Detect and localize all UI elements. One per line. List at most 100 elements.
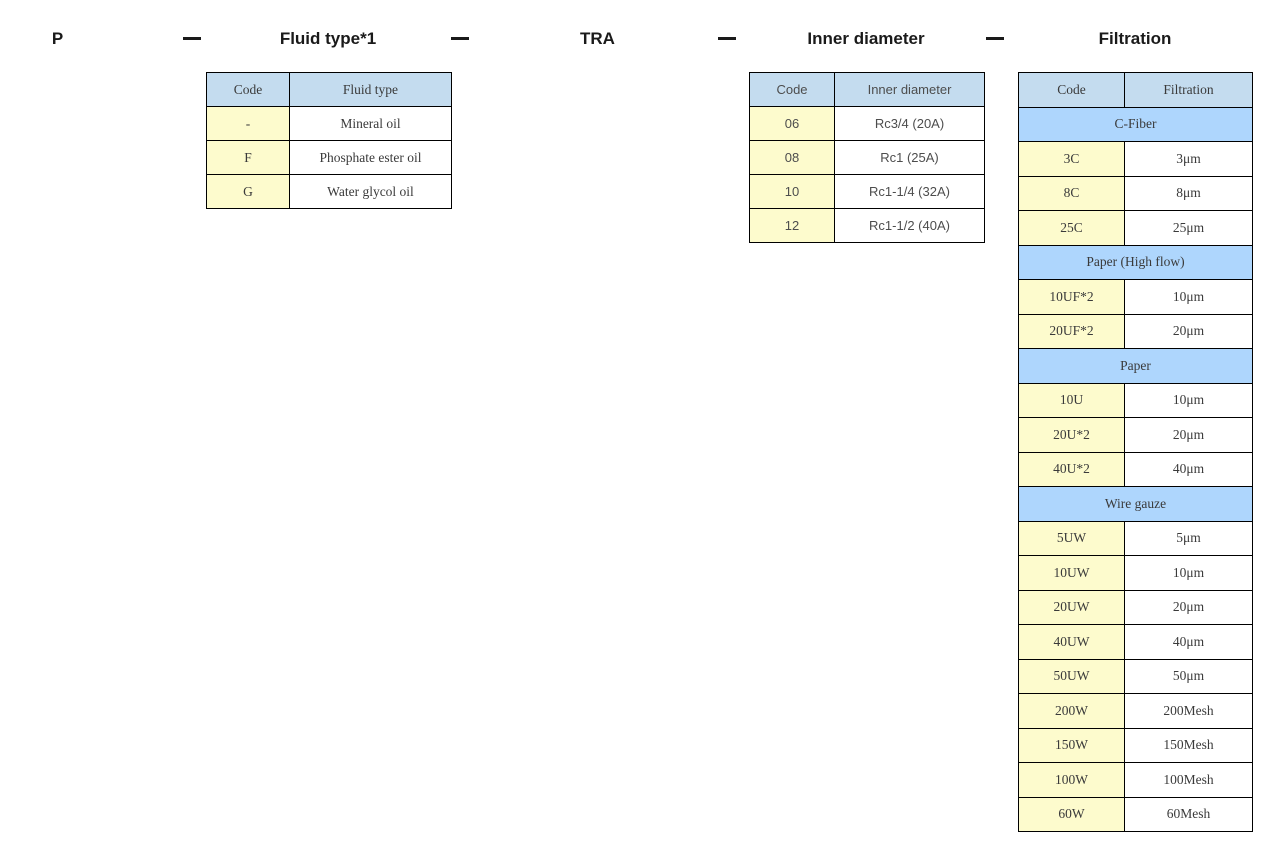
dash-separator-icon <box>183 37 201 40</box>
value-cell: 100Mesh <box>1124 762 1253 798</box>
group-header-row: Paper <box>1018 348 1253 384</box>
column-header: Code <box>1018 72 1125 108</box>
code-cell: 8C <box>1018 175 1125 211</box>
code-cell: G <box>206 174 290 209</box>
code-cell: 100W <box>1018 762 1125 798</box>
value-cell: 3μm <box>1124 141 1253 177</box>
group-header: Paper (High flow) <box>1018 244 1253 280</box>
dash-separator-icon <box>986 37 1004 40</box>
value-cell: Rc1-1/4 (32A) <box>834 174 985 209</box>
table-row: -Mineral oil <box>206 106 452 141</box>
code-cell: 150W <box>1018 727 1125 763</box>
value-cell: 200Mesh <box>1124 693 1253 729</box>
code-cell: 20U*2 <box>1018 417 1125 453</box>
value-cell: 10μm <box>1124 555 1253 591</box>
dash-separator-icon <box>451 37 469 40</box>
value-cell: 8μm <box>1124 175 1253 211</box>
group-header: Paper <box>1018 348 1253 384</box>
value-cell: 25μm <box>1124 210 1253 246</box>
code-cell: 06 <box>749 106 835 141</box>
code-segment: TRA <box>580 29 615 48</box>
value-cell: Phosphate ester oil <box>289 140 452 175</box>
code-cell: 10UF*2 <box>1018 279 1125 315</box>
code-cell: 20UF*2 <box>1018 313 1125 349</box>
value-cell: 50μm <box>1124 658 1253 694</box>
value-cell: 10μm <box>1124 279 1253 315</box>
column-header: Filtration <box>1124 72 1253 108</box>
value-cell: 20μm <box>1124 417 1253 453</box>
dash-separator-icon <box>718 37 736 40</box>
code-cell: 10 <box>749 174 835 209</box>
group-header: C-Fiber <box>1018 106 1253 142</box>
code-segment: Fluid type*1 <box>279 29 377 48</box>
group-header-row: C-Fiber <box>1018 106 1253 142</box>
code-segment: Inner diameter <box>807 29 925 48</box>
code-segment: P <box>51 29 64 48</box>
value-cell: Rc1-1/2 (40A) <box>834 208 985 243</box>
code-cell: 10UW <box>1018 555 1125 591</box>
value-cell: 5μm <box>1124 520 1253 556</box>
value-cell: 20μm <box>1124 589 1253 625</box>
code-cell: 12 <box>749 208 835 243</box>
code-cell: F <box>206 140 290 175</box>
code-cell: 10U <box>1018 382 1125 418</box>
model-code-line: P Fluid type*1 TRA Inner diameter Filtration <box>0 24 1270 56</box>
value-cell: Water glycol oil <box>289 174 452 209</box>
code-cell: 3C <box>1018 141 1125 177</box>
code-cell: 40U*2 <box>1018 451 1125 487</box>
code-cell: 20UW <box>1018 589 1125 625</box>
value-cell: Mineral oil <box>289 106 452 141</box>
code-cell: 08 <box>749 140 835 175</box>
code-cell: 5UW <box>1018 520 1125 556</box>
group-header-row: Wire gauze <box>1018 486 1253 522</box>
value-cell: 10μm <box>1124 382 1253 418</box>
code-cell: 40UW <box>1018 624 1125 660</box>
value-cell: 150Mesh <box>1124 727 1253 763</box>
value-cell: 40μm <box>1124 624 1253 660</box>
value-cell: Rc1 (25A) <box>834 140 985 175</box>
column-header: Code <box>749 72 835 107</box>
value-cell: 40μm <box>1124 451 1253 487</box>
code-cell: 25C <box>1018 210 1125 246</box>
column-header: Fluid type <box>289 72 452 107</box>
value-cell: 60Mesh <box>1124 796 1253 832</box>
code-cell: 50UW <box>1018 658 1125 694</box>
code-cell: - <box>206 106 290 141</box>
code-segment: Filtration <box>1098 29 1172 48</box>
code-cell: 60W <box>1018 796 1125 832</box>
column-header: Code <box>206 72 290 107</box>
group-header-row: Paper (High flow) <box>1018 244 1253 280</box>
group-header: Wire gauze <box>1018 486 1253 522</box>
value-cell: 20μm <box>1124 313 1253 349</box>
column-header: Inner diameter <box>834 72 985 107</box>
